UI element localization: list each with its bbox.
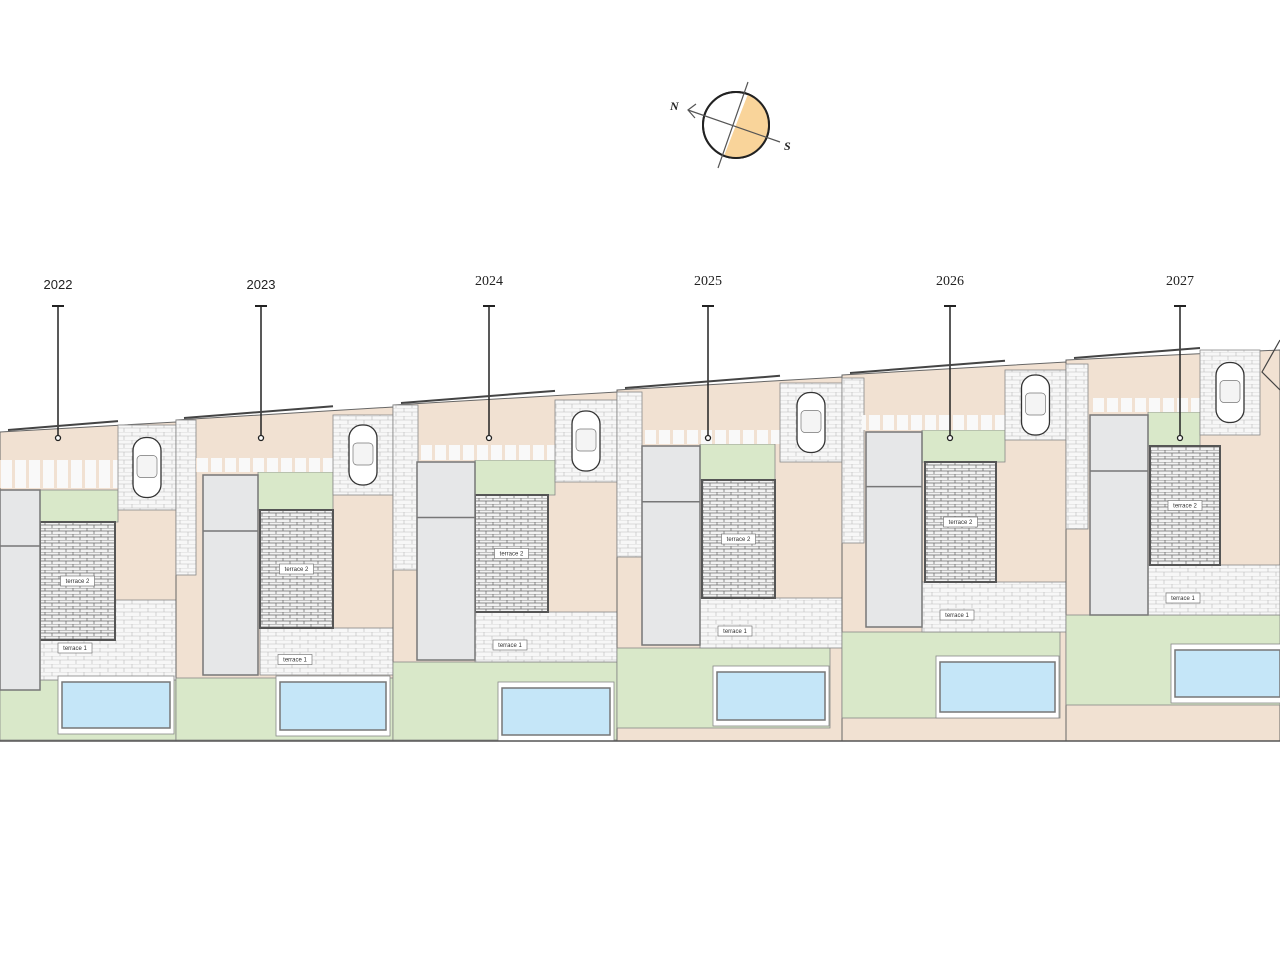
compass: N S	[669, 81, 791, 169]
stepping-stone-strip	[420, 445, 555, 460]
terrace-lower	[921, 581, 1067, 633]
lot-pointer-dot	[257, 434, 265, 442]
side-paved-path	[616, 391, 643, 558]
lot-2023: terrace 2 terrace 1 2023	[175, 277, 394, 742]
terrace-upper-label-box	[279, 563, 314, 575]
terrace-upper-label: terrace 2	[500, 552, 524, 558]
swimming-pool	[939, 661, 1056, 713]
terrace-lower-label: terrace 1	[1171, 596, 1195, 602]
house-footprint	[1089, 414, 1149, 616]
house-footprint	[0, 489, 41, 691]
lot-number-label: 2024	[475, 274, 503, 289]
terrace-upper-label-box	[1167, 500, 1203, 511]
lot-2024: terrace 2 terrace 1 2024	[392, 274, 618, 742]
car-roof	[800, 410, 822, 433]
terrace-lower-label: terrace 1	[723, 629, 747, 635]
boundary-fence	[400, 389, 556, 404]
swimming-pool	[1174, 649, 1280, 698]
car-roof	[575, 428, 597, 452]
boundary-fence	[624, 374, 781, 389]
site-corner-marker	[1261, 339, 1280, 391]
terrace-lower-label-box	[57, 642, 93, 654]
terrace-upper-label: terrace 2	[949, 520, 973, 526]
side-paved-path	[1065, 363, 1089, 530]
terrace-lower-label-box	[277, 654, 313, 665]
stepping-stone-strip	[196, 458, 333, 472]
sun-exposure-half	[724, 94, 770, 159]
terrace-upper-label: terrace 2	[1173, 504, 1197, 510]
terrace-lower-label-box	[717, 625, 753, 637]
terrace-lower	[699, 597, 843, 649]
car-roof	[1219, 380, 1241, 403]
house-footprint	[641, 445, 701, 646]
lot-2027: terrace 2 terrace 1 2027	[1065, 274, 1280, 742]
terrace-lower	[474, 611, 618, 663]
terrace-lower-label-box	[939, 609, 975, 621]
front-garden	[474, 459, 556, 496]
lot-pointer-dot	[54, 434, 62, 442]
stepping-stone-strip	[862, 415, 1005, 430]
lot-number-label: 2025	[694, 274, 722, 289]
terrace-lower-label-box	[492, 639, 528, 651]
front-garden	[1147, 411, 1201, 447]
terrace-upper-label-box	[721, 533, 756, 545]
terrace-lower-label: terrace 1	[498, 643, 522, 649]
lot-pointer-dot	[485, 434, 493, 442]
lot-number-label: 2023	[247, 277, 276, 292]
house-footprint	[865, 431, 923, 628]
side-paved-path	[392, 404, 419, 571]
terrace-lower	[259, 627, 394, 676]
side-paved-path	[841, 377, 865, 544]
front-garden	[257, 471, 334, 511]
terrace-upper-label-box	[943, 516, 978, 528]
boundary-fence	[7, 420, 119, 431]
swimming-pool	[716, 671, 826, 721]
lot-number-label: 2022	[44, 277, 73, 292]
front-garden	[39, 489, 119, 523]
car-roof	[1025, 392, 1046, 416]
lot-pointer-dot	[946, 434, 954, 442]
lot-2026: terrace 2 terrace 1 2026	[841, 274, 1067, 742]
lot-number-label: 2026	[936, 274, 964, 289]
lot-number-label: 2027	[1166, 274, 1194, 289]
lot-pointer-dot	[1176, 434, 1184, 442]
terrace-upper-label: terrace 2	[727, 537, 751, 543]
lot-2025: terrace 2 terrace 1 2025	[616, 274, 843, 742]
boundary-fence	[1073, 346, 1201, 359]
terrace-upper-label-box	[494, 548, 529, 559]
front-garden	[699, 443, 776, 481]
compass-north-south-line	[687, 109, 781, 143]
terrace-upper-label: terrace 2	[66, 579, 90, 585]
lot-pointer-dot	[704, 434, 712, 442]
terrace-upper-label: terrace 2	[285, 567, 309, 573]
car-roof	[136, 455, 158, 478]
terrace-lower-label: terrace 1	[283, 658, 307, 664]
north-arrow-icon	[687, 103, 697, 119]
north-label: N	[669, 99, 680, 113]
terrace-lower-label: terrace 1	[63, 646, 87, 652]
swimming-pool	[501, 687, 611, 736]
boundary-fence	[183, 405, 334, 419]
lot-2022: terrace 2 terrace 1 2022	[0, 277, 177, 742]
stepping-stone-strip	[1090, 398, 1200, 412]
south-label: S	[784, 139, 791, 153]
terrace-lower-label: terrace 1	[945, 613, 969, 619]
swimming-pool	[279, 681, 387, 731]
house-footprint	[202, 474, 259, 676]
house-footprint	[416, 461, 476, 661]
boundary-fence	[849, 359, 1006, 374]
swimming-pool	[61, 681, 171, 729]
terrace-lower-label-box	[1165, 592, 1201, 604]
stepping-stone-strip	[0, 460, 118, 488]
front-garden	[921, 429, 1006, 463]
terrace-upper-label-box	[60, 575, 95, 587]
side-paved-path	[175, 419, 197, 576]
car-roof	[352, 442, 374, 466]
compass-axis	[717, 81, 749, 169]
stepping-stone-strip	[645, 430, 780, 444]
terrace-lower	[1147, 564, 1280, 616]
